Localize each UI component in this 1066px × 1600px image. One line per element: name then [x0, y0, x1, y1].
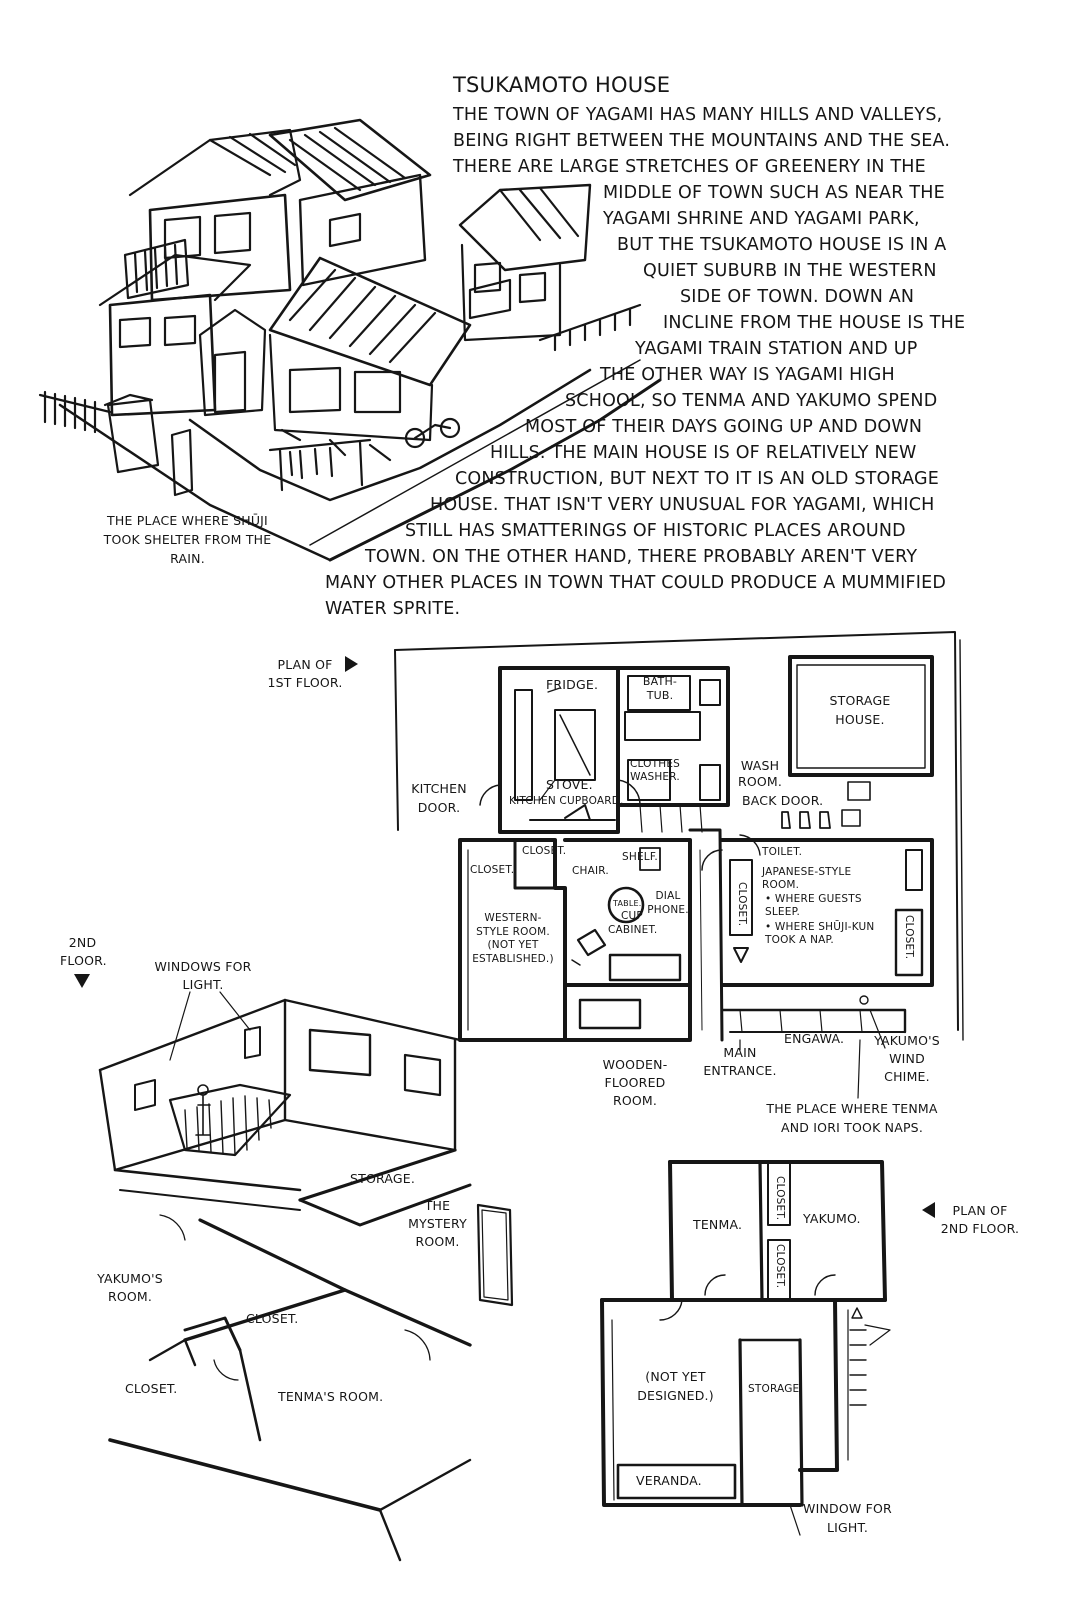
- paragraph-line: THE OTHER WAY IS YAGAMI HIGH: [600, 365, 895, 385]
- wash-room-label: WASH ROOM.: [737, 758, 783, 790]
- second-floor-caption: 2ND FLOOR.: [60, 935, 107, 969]
- veranda-label: VERANDA.: [636, 1473, 702, 1488]
- storage-label: STORAGE.: [350, 1171, 416, 1186]
- pointer-left-icon: [922, 1202, 935, 1218]
- stove-label: STOVE.: [546, 777, 593, 792]
- paragraph-line: INCLINE FROM THE HOUSE IS THE: [663, 313, 966, 333]
- toilet-label: TOILET.: [762, 846, 803, 858]
- yakumo-label: YAKUMO.: [803, 1211, 861, 1226]
- house-exterior-sketch: [38, 118, 662, 562]
- windows-for-light-label: WINDOWS FOR LIGHT.: [154, 959, 252, 993]
- japanese-room-note: • WHERE SHŪJI-KUN TOOK A NAP.: [765, 921, 875, 947]
- shelter-label: THE PLACE WHERE SHŪJI TOOK SHELTER FROM …: [103, 513, 272, 566]
- paragraph-line: YAGAMI SHRINE AND YAGAMI PARK,: [603, 209, 920, 229]
- closet-label: CLOSET.: [522, 845, 567, 857]
- closet-label: CLOSET.: [735, 882, 748, 927]
- kitchen-cupboard-label: KITCHEN CUPBOARD.: [509, 795, 624, 807]
- main-entrance-label: MAIN ENTRANCE.: [703, 1045, 777, 1079]
- wind-chime-label: YAKUMO'S WIND CHIME.: [874, 1033, 940, 1085]
- page-title: TSUKAMOTO HOUSE: [453, 73, 671, 97]
- cup-cabinet-label: CUP CABINET.: [608, 910, 658, 936]
- paragraph-line: MOST OF THEIR DAYS GOING UP AND DOWN: [525, 417, 923, 437]
- dial-phone-label: DIAL PHONE.: [647, 890, 689, 916]
- bathtub-label: BATH-TUB.: [642, 675, 678, 703]
- engawa-label: ENGAWA.: [784, 1031, 845, 1046]
- second-floor-perspective: [98, 991, 514, 1562]
- storage-label: STORAGE.: [748, 1383, 803, 1395]
- chair-label: CHAIR.: [572, 865, 609, 877]
- paragraph-line: WATER SPRITE.: [325, 599, 461, 619]
- paragraph-line: QUIET SUBURB IN THE WESTERN: [643, 261, 937, 281]
- mystery-room-label: THE MYSTERY ROOM.: [408, 1198, 467, 1250]
- second-floor-plan: [600, 1160, 891, 1536]
- wooden-floored-room-label: WOODEN-FLOORED ROOM.: [602, 1057, 668, 1109]
- paragraph-line: BEING RIGHT BETWEEN THE MOUNTAINS AND TH…: [453, 131, 951, 151]
- japanese-room-label: JAPANESE-STYLE ROOM.: [762, 866, 852, 892]
- paragraph-line: YAGAMI TRAIN STATION AND UP: [635, 339, 918, 359]
- shelf-label: SHELF.: [622, 851, 658, 863]
- tenma-label: TENMA.: [693, 1217, 743, 1232]
- fridge-label: FRIDGE.: [546, 677, 599, 692]
- storage-house-label: STORAGE HOUSE.: [829, 693, 891, 727]
- table-label: TABLE.: [613, 899, 642, 908]
- paragraph-line: MANY OTHER PLACES IN TOWN THAT COULD PRO…: [325, 573, 947, 593]
- paragraph-line: STILL HAS SMATTERINGS OF HISTORIC PLACES…: [405, 521, 906, 541]
- closet-label: CLOSET.: [773, 1176, 786, 1221]
- paragraph-line: TOWN. ON THE OTHER HAND, THERE PROBABLY …: [365, 547, 918, 567]
- second-floor-plan-caption: PLAN OF 2ND FLOOR.: [940, 1203, 1020, 1237]
- window-for-light-label: WINDOW FOR LIGHT.: [803, 1501, 892, 1535]
- paragraph-line: THERE ARE LARGE STRETCHES OF GREENERY IN…: [453, 157, 926, 177]
- paragraph-line: THE TOWN OF YAGAMI HAS MANY HILLS AND VA…: [453, 105, 943, 125]
- clothes-washer-label: CLOTHES WASHER.: [629, 758, 681, 784]
- closet-label: CLOSET.: [125, 1381, 178, 1396]
- japanese-room-note: • WHERE GUESTS SLEEP.: [765, 893, 862, 919]
- paragraph-line: MIDDLE OF TOWN SUCH AS NEAR THE: [603, 183, 945, 203]
- closet-label: CLOSET.: [902, 915, 915, 960]
- closet-label: CLOSET.: [246, 1311, 299, 1326]
- kitchen-door-label: KITCHEN DOOR.: [411, 781, 467, 815]
- first-floor-plan: [394, 631, 964, 1099]
- paragraph-line: HOUSE. THAT ISN'T VERY UNUSUAL FOR YAGAM…: [430, 495, 935, 515]
- nap-place-label: THE PLACE WHERE TENMA AND IORI TOOK NAPS…: [766, 1101, 938, 1135]
- pointer-right-icon: [345, 656, 358, 672]
- pointer-down-icon: [74, 974, 90, 988]
- paragraph-line: CONSTRUCTION, BUT NEXT TO IT IS AN OLD S…: [455, 469, 940, 489]
- western-room-label: WESTERN-STYLE ROOM. (NOT YET ESTABLISHED…: [472, 912, 554, 965]
- not-yet-designed-label: (NOT YET DESIGNED.): [637, 1369, 714, 1403]
- paragraph-line: SIDE OF TOWN. DOWN AN: [680, 287, 915, 307]
- paragraph-line: SCHOOL, SO TENMA AND YAKUMO SPEND: [565, 391, 938, 411]
- closet-label: CLOSET.: [470, 864, 515, 876]
- back-door-label: BACK DOOR.: [742, 793, 824, 808]
- paragraph-line: HILLS. THE MAIN HOUSE IS OF RELATIVELY N…: [490, 443, 917, 463]
- first-floor-caption: PLAN OF 1ST FLOOR.: [267, 657, 343, 691]
- paragraph-line: BUT THE TSUKAMOTO HOUSE IS IN A: [617, 235, 947, 255]
- tenmas-room-label: TENMA'S ROOM.: [278, 1389, 384, 1404]
- yakumos-room-label: YAKUMO'S ROOM.: [97, 1271, 163, 1305]
- closet-label: CLOSET.: [773, 1244, 786, 1289]
